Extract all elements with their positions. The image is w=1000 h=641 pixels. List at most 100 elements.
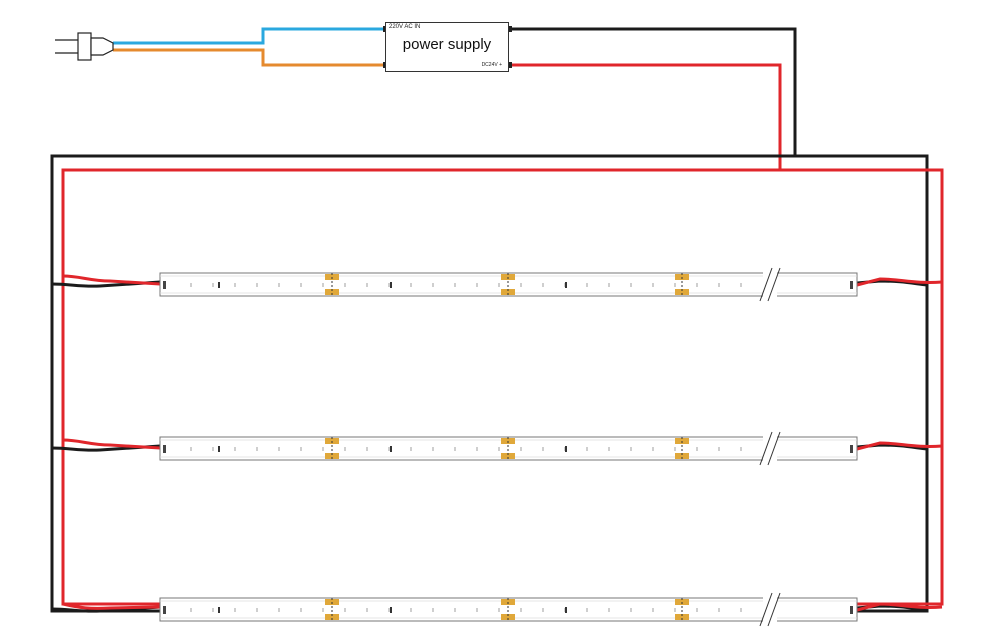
led-chip bbox=[256, 608, 258, 612]
strip-end-pad bbox=[850, 606, 853, 614]
strip-end-pad bbox=[163, 445, 166, 453]
break-slash bbox=[767, 431, 781, 466]
strip-negative-lead bbox=[51, 280, 161, 288]
led-chip bbox=[322, 447, 324, 451]
cut-pad bbox=[675, 614, 689, 620]
led-chip bbox=[366, 283, 368, 287]
resistor-mark bbox=[218, 282, 220, 288]
break-slash bbox=[767, 592, 781, 627]
strip-right-positive-lead bbox=[856, 441, 943, 451]
power-supply-unit: 220V AC IN power supply DC24V + bbox=[385, 22, 509, 72]
led-chip bbox=[476, 447, 478, 451]
led-chip bbox=[718, 608, 720, 612]
led-chip bbox=[322, 283, 324, 287]
led-chip bbox=[432, 447, 434, 451]
led-chip bbox=[454, 283, 456, 287]
led-chip bbox=[740, 608, 742, 612]
led-chip bbox=[674, 608, 676, 612]
led-chip bbox=[432, 283, 434, 287]
led-chip bbox=[586, 608, 588, 612]
led-chip bbox=[256, 283, 258, 287]
cut-pad bbox=[675, 453, 689, 459]
led-chip bbox=[476, 608, 478, 612]
led-strip bbox=[51, 592, 943, 627]
led-chip bbox=[476, 283, 478, 287]
led-chip bbox=[674, 447, 676, 451]
strip-continuation-break-icon bbox=[759, 431, 781, 466]
led-chip bbox=[190, 608, 192, 612]
dc-positive-terminal bbox=[507, 62, 512, 68]
resistor-mark bbox=[390, 282, 392, 288]
led-chip bbox=[388, 608, 390, 612]
break-slash bbox=[759, 592, 773, 627]
led-chip bbox=[278, 608, 280, 612]
resistor-mark bbox=[218, 607, 220, 613]
led-chip bbox=[586, 283, 588, 287]
strip-negative-lead bbox=[51, 605, 161, 613]
strip-end-pad bbox=[163, 606, 166, 614]
led-chip bbox=[344, 283, 346, 287]
resistor-mark bbox=[565, 446, 567, 452]
led-chip bbox=[498, 608, 500, 612]
strip-end-pad bbox=[850, 281, 853, 289]
resistor-mark bbox=[565, 607, 567, 613]
led-strip bbox=[51, 431, 943, 466]
led-chip bbox=[410, 447, 412, 451]
live-wire bbox=[113, 27, 387, 45]
led-chip bbox=[454, 447, 456, 451]
strip-continuation-break-icon bbox=[759, 592, 781, 627]
strip-positive-lead bbox=[62, 274, 161, 286]
led-chip bbox=[498, 283, 500, 287]
resistor-mark bbox=[565, 282, 567, 288]
led-chip bbox=[190, 283, 192, 287]
led-chip bbox=[388, 447, 390, 451]
dc-output-wires bbox=[509, 27, 797, 170]
led-chip bbox=[300, 608, 302, 612]
cut-pad bbox=[325, 289, 339, 295]
led-chip bbox=[190, 447, 192, 451]
cut-pad bbox=[325, 614, 339, 620]
led-chip bbox=[630, 447, 632, 451]
led-chip bbox=[256, 447, 258, 451]
strip-continuation-break-icon bbox=[759, 267, 781, 302]
led-chip bbox=[630, 283, 632, 287]
strip-right-positive-lead bbox=[856, 277, 943, 287]
led-chip bbox=[212, 283, 214, 287]
neutral-wire bbox=[113, 48, 387, 67]
strip-negative-lead bbox=[51, 444, 161, 452]
led-chip bbox=[454, 608, 456, 612]
led-chip bbox=[520, 447, 522, 451]
led-chip bbox=[630, 608, 632, 612]
cut-pad bbox=[501, 453, 515, 459]
led-chip bbox=[300, 447, 302, 451]
led-chip bbox=[740, 283, 742, 287]
cut-pad bbox=[501, 289, 515, 295]
strip-positive-lead bbox=[62, 602, 161, 610]
strip-end-pad bbox=[850, 445, 853, 453]
led-chip bbox=[586, 447, 588, 451]
led-chip bbox=[520, 283, 522, 287]
psu-output-label: DC24V + bbox=[481, 62, 502, 68]
led-chip bbox=[652, 447, 654, 451]
strip-right-positive-lead bbox=[856, 602, 943, 612]
led-chip bbox=[278, 283, 280, 287]
led-strip bbox=[51, 267, 943, 302]
led-chip bbox=[388, 283, 390, 287]
resistor-mark bbox=[218, 446, 220, 452]
led-chip bbox=[696, 447, 698, 451]
led-chip bbox=[696, 608, 698, 612]
led-chip bbox=[520, 608, 522, 612]
positive-bus-wire bbox=[61, 168, 944, 606]
led-chip bbox=[410, 608, 412, 612]
led-chip bbox=[542, 608, 544, 612]
led-chip bbox=[410, 283, 412, 287]
bus-wires bbox=[50, 154, 944, 613]
break-gap bbox=[763, 434, 777, 463]
led-chip bbox=[234, 447, 236, 451]
led-chip bbox=[498, 447, 500, 451]
break-slash bbox=[767, 267, 781, 302]
led-chip bbox=[740, 447, 742, 451]
led-chip bbox=[696, 283, 698, 287]
ac-input-wires bbox=[113, 27, 387, 67]
